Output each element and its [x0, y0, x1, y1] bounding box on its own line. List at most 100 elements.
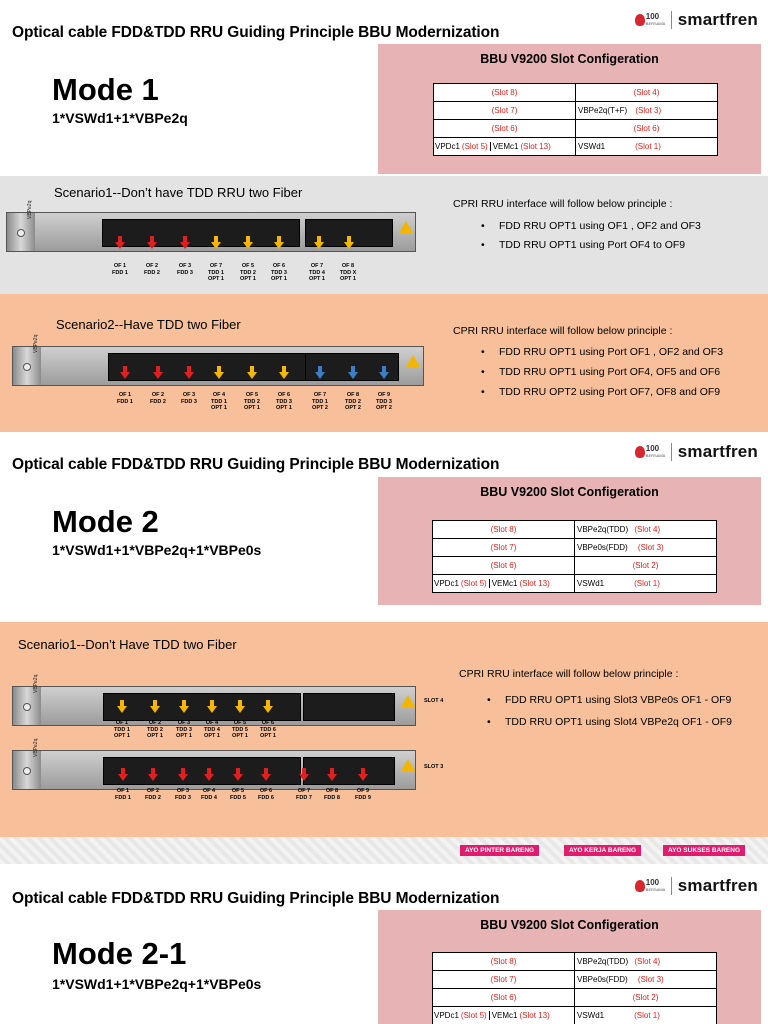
- slot-config-panel: BBU V9200 Slot Configeration (Slot 8)VBP…: [378, 477, 761, 605]
- port-label: OF 3 TDD 3 OPT 1: [176, 720, 192, 739]
- fiber-arrow: [117, 700, 127, 713]
- slogan-tag: AYO SUKSES BARENG: [663, 845, 745, 856]
- port-label: OF 1 FDD 1: [115, 788, 131, 801]
- mode-title: Mode 2-1: [52, 936, 187, 971]
- port-label: OF 2 FDD 2: [145, 788, 161, 801]
- slide-title: Optical cable FDD&TDD RRU Guiding Princi…: [12, 456, 500, 473]
- fiber-arrow: [314, 236, 324, 249]
- slide-mode-1: Optical cable FDD&TDD RRU Guiding Princi…: [0, 0, 768, 432]
- slot-config-title: BBU V9200 Slot Configeration: [480, 485, 659, 499]
- slogan-tag: AYO PINTER BARENG: [460, 845, 540, 856]
- port-label: OF 4 FDD 4: [201, 788, 217, 801]
- port-label: OF 7 TDD 4 OPT 1: [309, 263, 325, 282]
- scenario-title: Scenario2--Have TDD two Fiber: [56, 317, 241, 332]
- fiber-arrow: [235, 700, 245, 713]
- slot-config-title: BBU V9200 Slot Configeration: [480, 52, 659, 66]
- scenario-title: Scenario1--Don’t have TDD RRU two Fiber: [54, 185, 303, 200]
- port-label: OF 7 FDD 7: [296, 788, 312, 801]
- slot-label: SLOT 3: [424, 764, 444, 770]
- port-label: OF 5 TDD 5 OPT 1: [232, 720, 248, 739]
- port-label: OF 2 TDD 2 OPT 1: [147, 720, 163, 739]
- slot-label: SLOT 4: [424, 698, 444, 704]
- fiber-arrow: [315, 366, 325, 379]
- port-label: OF 1 TDD 1 OPT 1: [114, 720, 130, 739]
- port-label: OF 3 FDD 3: [181, 392, 197, 405]
- slot-config-table: (Slot 8)VBPe2q(TDD) (Slot 4) (Slot 7)VBP…: [432, 952, 717, 1024]
- scenario-title: Scenario1--Don’t Have TDD two Fiber: [18, 637, 237, 652]
- fiber-arrow: [261, 768, 271, 781]
- bullet-text: FDD RRU OPT1 using Port OF1 , OF2 and OF…: [481, 346, 723, 358]
- fiber-arrow: [247, 366, 257, 379]
- fiber-arrow: [348, 366, 358, 379]
- port-label: OF 1 FDD 1: [117, 392, 133, 405]
- slide-title: Optical cable FDD&TDD RRU Guiding Princi…: [12, 890, 500, 907]
- cpri-principle-heading: CPRI RRU interface will follow below pri…: [453, 198, 673, 210]
- fiber-arrow: [180, 236, 190, 249]
- fiber-arrow: [153, 366, 163, 379]
- slot-config-table: (Slot 8)VBPe2q(TDD) (Slot 4) (Slot 7)VBP…: [432, 520, 717, 593]
- fiber-arrow: [115, 236, 125, 249]
- fiber-arrow: [379, 366, 389, 379]
- fiber-arrow: [150, 700, 160, 713]
- port-label: OF 6 TDD 3 OPT 1: [271, 263, 287, 282]
- fiber-arrow: [358, 768, 368, 781]
- fiber-arrow: [207, 700, 217, 713]
- slogan-tag: AYO KERJA BARENG: [564, 845, 642, 856]
- port-label: OF 3 FDD 3: [175, 788, 191, 801]
- bullet-text: FDD RRU OPT1 using OF1 , OF2 and OF3: [481, 220, 701, 232]
- port-label: OF 6 TDD 3 OPT 1: [276, 392, 292, 411]
- bullet-text: TDD RRU OPT1 using Port OF4 to OF9: [481, 239, 685, 251]
- slot-config-table: (Slot 8)(Slot 4) (Slot 7)VBPe2q(T+F) (Sl…: [433, 83, 718, 156]
- fiber-arrow: [279, 366, 289, 379]
- bbu-board-image: VBPe2q: [6, 201, 416, 252]
- port-label: OF 7 TDD 1 OPT 1: [208, 263, 224, 282]
- fiber-arrow: [214, 366, 224, 379]
- port-label: OF 8 FDD 8: [324, 788, 340, 801]
- slide-title: Optical cable FDD&TDD RRU Guiding Princi…: [12, 24, 500, 41]
- mode-title: Mode 1: [52, 72, 159, 107]
- mode-title: Mode 2: [52, 504, 159, 539]
- mode-subtitle: 1*VSWd1+1*VBPe2q+1*VBPe0s: [52, 976, 262, 992]
- port-label: OF 3 FDD 3: [177, 263, 193, 276]
- port-label: OF 4 TDD 1 OPT 1: [211, 392, 227, 411]
- fiber-arrow: [179, 700, 189, 713]
- slot-config-panel: BBU V9200 Slot Configeration (Slot 8)(Sl…: [378, 44, 761, 174]
- port-label: OF 7 TDD 1 OPT 2: [312, 392, 328, 411]
- bullet-text: TDD RRU OPT2 using Port OF7, OF8 and OF9: [481, 386, 720, 398]
- slide-mode-2-1: Optical cable FDD&TDD RRU Guiding Princi…: [0, 864, 768, 1024]
- port-label: OF 5 TDD 2 OPT 1: [240, 263, 256, 282]
- footer-pattern: AYO PINTER BARENG AYO KERJA BARENG AYO S…: [0, 837, 768, 864]
- brand-name: smartfren: [677, 442, 758, 461]
- fiber-arrow: [148, 768, 158, 781]
- bbu-board-image: VBPe2q: [12, 335, 424, 386]
- port-label: OF 6 TDD 6 OPT 1: [260, 720, 276, 739]
- port-label: OF 2 FDD 2: [144, 263, 160, 276]
- fiber-arrow: [263, 700, 273, 713]
- fiber-arrow: [147, 236, 157, 249]
- scenario1-band: Scenario1--Don’t Have TDD two Fiber VBPe…: [0, 622, 768, 837]
- bullet-text: TDD RRU OPT1 using Port OF4, OF5 and OF6: [481, 366, 720, 378]
- fiber-arrow: [327, 768, 337, 781]
- fiber-arrow: [118, 768, 128, 781]
- port-label: OF 5 TDD 2 OPT 1: [244, 392, 260, 411]
- brand-name: smartfren: [677, 876, 758, 895]
- port-label: OF 6 FDD 6: [258, 788, 274, 801]
- fiber-arrow: [178, 768, 188, 781]
- slide-mode-2: Optical cable FDD&TDD RRU Guiding Princi…: [0, 432, 768, 864]
- port-label: OF 4 TDD 4 OPT 1: [204, 720, 220, 739]
- fiber-arrow: [344, 236, 354, 249]
- port-label: OF 9 TDD 3 OPT 2: [376, 392, 392, 411]
- slot-config-title: BBU V9200 Slot Configeration: [480, 918, 659, 932]
- fiber-arrow: [233, 768, 243, 781]
- fiber-arrow: [184, 366, 194, 379]
- port-label: OF 5 FDD 5: [230, 788, 246, 801]
- scenario1-band: Scenario1--Don’t have TDD RRU two Fiber …: [0, 176, 768, 294]
- cpri-principle-heading: CPRI RRU interface will follow below pri…: [459, 668, 679, 680]
- mode-subtitle: 1*VSWd1+1*VBPe2q: [52, 110, 188, 126]
- port-label: OF 2 FDD 2: [150, 392, 166, 405]
- fiber-arrow: [299, 768, 309, 781]
